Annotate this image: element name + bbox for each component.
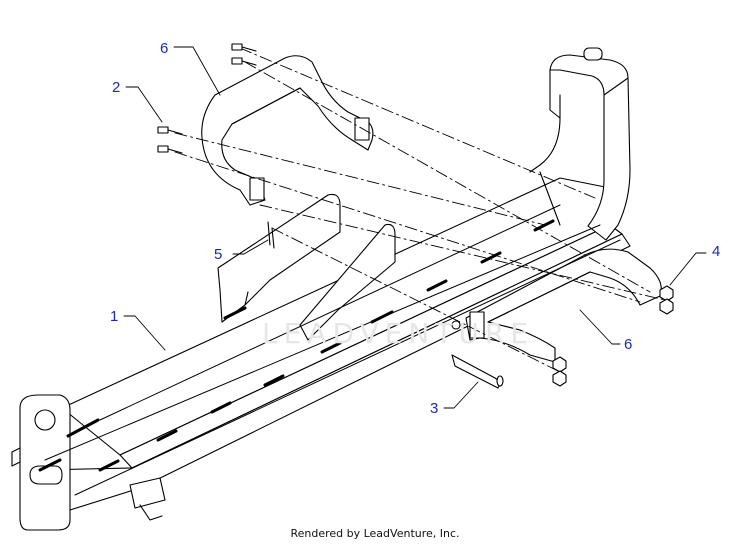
footer-credit: Rendered by LeadVenture, Inc. <box>290 527 460 540</box>
callout-5: 5 <box>214 246 223 263</box>
callout-6-upper: 6 <box>160 40 169 57</box>
pin <box>451 320 504 389</box>
clip <box>267 221 275 249</box>
leader-lines <box>123 46 707 409</box>
nuts <box>552 285 674 387</box>
alignment-lines <box>174 47 666 373</box>
callout-2: 2 <box>112 79 121 96</box>
callout-1: 1 <box>110 308 119 325</box>
main-frame <box>11 47 631 531</box>
upper-bracket <box>201 55 374 206</box>
watermark: LEADVENTURE <box>262 317 535 350</box>
bolts <box>157 43 257 154</box>
callout-4: 4 <box>712 243 721 260</box>
center-uprights <box>217 193 396 341</box>
callout-6-lower: 6 <box>624 336 633 353</box>
callout-3: 3 <box>430 400 439 417</box>
